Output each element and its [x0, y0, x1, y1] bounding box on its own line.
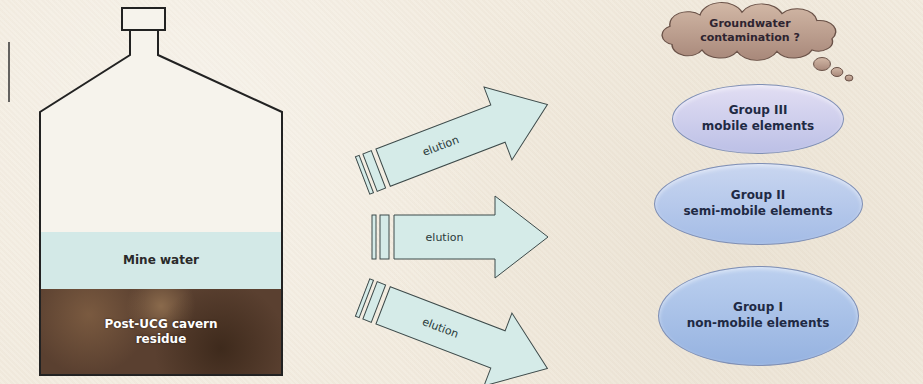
group-heading: Group III: [729, 103, 788, 119]
arrow-text-area: elution: [394, 215, 495, 259]
thought-bubble: [831, 68, 843, 77]
bottle-outline: [40, 8, 282, 375]
arrow-text-area: elution: [376, 105, 505, 186]
group-description: semi-mobile elements: [683, 204, 832, 220]
residue-layer: Post-UCG cavern residue: [41, 289, 281, 374]
arrow-body: [394, 196, 548, 278]
group-description: mobile elements: [702, 119, 814, 135]
arrow-label: elution: [421, 133, 461, 159]
thought-bubble: [814, 58, 831, 71]
arrow-text-area: elution: [376, 287, 505, 368]
group-ellipse: Group Inon-mobile elements: [658, 266, 859, 366]
cloud-text-area: Groundwater contamination ?: [682, 10, 818, 52]
thought-bubble: [845, 75, 853, 81]
bottle-cap-line: [122, 29, 165, 31]
arrow-label: elution: [421, 315, 461, 341]
layer-label: Post-UCG cavern residue: [101, 317, 221, 347]
tail-stripe: [380, 215, 389, 259]
arrow-label: elution: [426, 231, 464, 244]
elution-arrow: elution: [347, 67, 562, 213]
group-ellipse: Group IIsemi-mobile elements: [654, 163, 863, 245]
layer-label: Mine water: [61, 253, 261, 268]
water-layer: Mine water: [41, 232, 281, 289]
arrow-body: [369, 269, 561, 384]
block-arrow-shape: [347, 260, 562, 384]
cloud-label: Groundwater contamination ?: [690, 17, 810, 45]
thought-cloud: Groundwater contamination ?: [652, 0, 857, 84]
group-ellipse: Group IIImobile elements: [672, 84, 844, 154]
elution-arrow: elution: [371, 195, 549, 279]
frame-mark: [8, 42, 10, 102]
elution-arrow: elution: [347, 260, 562, 384]
group-heading: Group I: [733, 300, 783, 316]
cloud-outline: [662, 3, 836, 61]
tail-stripe: [372, 215, 376, 259]
group-heading: Group II: [731, 188, 785, 204]
group-description: non-mobile elements: [687, 316, 830, 332]
arrow-body: [369, 68, 561, 204]
